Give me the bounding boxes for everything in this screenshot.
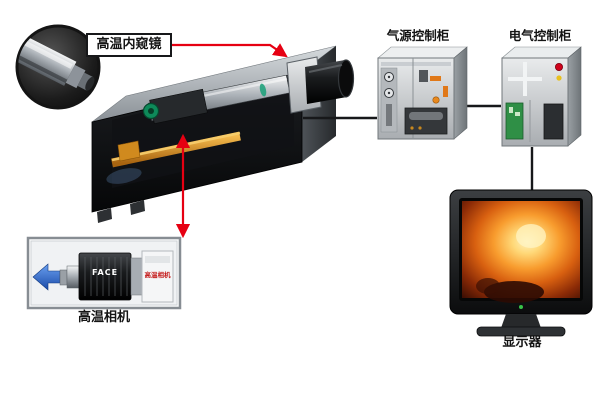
air-cabinet-top xyxy=(377,46,468,59)
drive-motor xyxy=(117,140,141,162)
housing-cavity xyxy=(112,76,294,188)
electric-cabinet-label: 电气控制柜 xyxy=(508,28,572,43)
valve-handle xyxy=(430,76,441,81)
regulator-column xyxy=(380,67,398,133)
power-led xyxy=(519,305,523,309)
endoscope-label: 高温内窥镜 xyxy=(96,36,162,52)
gauge-center xyxy=(387,91,391,95)
camera-inset xyxy=(26,236,182,310)
board-chip xyxy=(515,112,520,116)
indicator-dot xyxy=(410,126,414,130)
camera-model-tag: 高温相机 xyxy=(144,271,171,279)
electric-cabinet-side xyxy=(567,46,582,147)
tube-seal-ring xyxy=(259,83,267,97)
solenoid-block xyxy=(419,70,428,82)
flange-ring-center xyxy=(148,108,154,114)
electric-control-cabinet xyxy=(501,46,582,147)
furnace-hotspot xyxy=(516,224,546,248)
connector-endoscope-label-to-barrel xyxy=(172,43,288,58)
blower-roller xyxy=(409,112,443,120)
camera-lens-barrel xyxy=(66,265,80,289)
indicator-lamp xyxy=(556,75,562,81)
monitor-caption: 显示器 xyxy=(502,335,542,350)
power-module xyxy=(543,103,564,140)
valve-knob xyxy=(432,96,440,104)
monitor-stand-base xyxy=(476,326,566,337)
blower-unit xyxy=(404,107,448,135)
camera-caption: 高温相机 xyxy=(77,310,130,325)
air-pipe xyxy=(381,62,451,66)
camera-brand-text: FACE xyxy=(91,268,119,277)
electric-cabinet-top xyxy=(501,46,582,59)
camera-collar xyxy=(130,257,143,296)
mount-block-detail xyxy=(145,256,170,263)
monitor xyxy=(449,189,593,337)
air-cabinet-label: 气源控制柜 xyxy=(386,28,450,43)
housing-foot xyxy=(130,200,145,215)
cavity-reflection xyxy=(106,168,142,184)
furnace-shadow xyxy=(476,278,500,294)
lens-barrel-assembly xyxy=(286,56,355,114)
circuit-board xyxy=(505,102,524,140)
housing-foot xyxy=(97,208,112,223)
gauge-center xyxy=(387,75,391,79)
emergency-stop-button xyxy=(555,63,564,72)
camera-cooling-fins xyxy=(84,257,128,296)
camera-lens-tip xyxy=(59,269,68,286)
endoscope-label-box: 高温内窥镜 xyxy=(86,33,172,57)
valve-handle xyxy=(443,86,448,97)
monitor-stand-neck xyxy=(501,314,541,328)
indicator-dot xyxy=(418,126,422,130)
endoscope-photo-inset xyxy=(15,24,101,110)
air-cabinet-side xyxy=(453,46,468,140)
barrel-highlight xyxy=(308,64,343,73)
connector-lines xyxy=(172,43,534,239)
endoscope-tip-photo xyxy=(18,33,95,91)
board-chip xyxy=(509,107,513,113)
filter-bowl xyxy=(386,104,392,126)
lens-barrel-end xyxy=(337,59,355,98)
air-supply-cabinet xyxy=(377,46,468,140)
